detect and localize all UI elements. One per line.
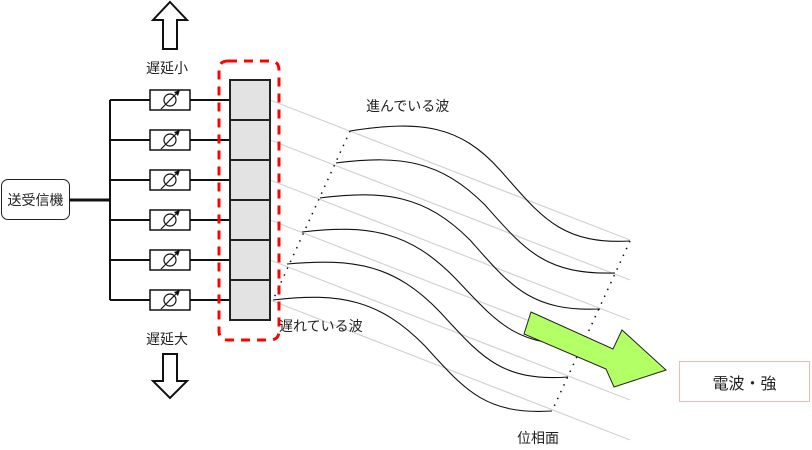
antenna-element [229, 119, 271, 161]
phase-circle-icon [163, 173, 177, 187]
phase-front-right [551, 240, 631, 412]
phase-shifter [149, 169, 191, 191]
phase-circle-icon [163, 133, 177, 147]
feed-network [70, 99, 230, 301]
radio-strong-box: 電波・強 [679, 361, 810, 402]
array-highlight-frame [217, 59, 281, 342]
phase-shifter [149, 89, 191, 111]
beam-direction-arrow [523, 311, 667, 388]
wave-line [286, 261, 569, 379]
wave-line [301, 228, 586, 345]
antenna-element [229, 79, 271, 121]
ray-line [269, 259, 631, 401]
wave-line [319, 194, 601, 310]
adjust-arrow-icon [160, 92, 178, 110]
adjust-arrow-icon [160, 172, 178, 190]
transceiver-box: 送受信機 [1, 179, 70, 220]
adjust-arrow-icon [160, 252, 178, 270]
adjust-arrow-icon [160, 132, 178, 150]
waves [272, 125, 631, 412]
phase-circle-icon [163, 293, 177, 307]
phase-front-label: 位相面 [517, 431, 559, 447]
phase-shifter [149, 289, 191, 311]
phase-circle-icon [163, 213, 177, 227]
adjust-arrow-icon [160, 212, 178, 230]
wave-line [272, 296, 553, 412]
phase-front-lines [272, 130, 631, 412]
phase-shifter [149, 249, 191, 271]
advancing-wave-label: 進んでいる波 [366, 99, 450, 115]
phase-front-left [272, 130, 351, 301]
adjust-arrow-icon [160, 292, 178, 310]
antenna-elements [229, 79, 271, 321]
ray-line [269, 139, 631, 281]
phase-shifters [149, 89, 191, 311]
antenna-element [229, 239, 271, 281]
delay-large-label: 遅延大 [146, 332, 188, 348]
ray-line [269, 299, 631, 441]
delay-small-label: 遅延小 [146, 61, 188, 77]
phase-circle-icon [163, 93, 177, 107]
antenna-element [229, 159, 271, 201]
arrow-down-icon [150, 353, 190, 400]
phase-circle-icon [163, 253, 177, 267]
phase-shifter [149, 129, 191, 151]
arrow-up-icon [150, 0, 190, 50]
transceiver-label: 送受信機 [7, 192, 64, 209]
ray-lines [269, 99, 631, 441]
ray-line [269, 99, 631, 241]
ray-line [269, 179, 631, 321]
antenna-element [229, 279, 271, 321]
antenna-element [229, 199, 271, 241]
delayed-wave-label: 遅れている波 [279, 319, 363, 335]
phase-shifter [149, 209, 191, 231]
wave-line [335, 159, 616, 274]
radio-strong-label: 電波・強 [712, 373, 777, 393]
wave-line [349, 125, 631, 242]
